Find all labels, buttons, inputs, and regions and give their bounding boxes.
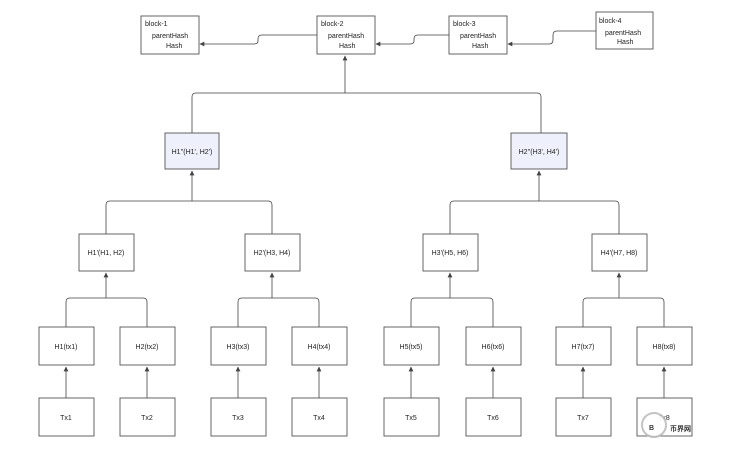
- leaf-h5: H5(tx5): [383, 326, 440, 366]
- node-h3-prime: H3'(H5, H6): [422, 233, 479, 272]
- leaf-h1: H1(tx1): [38, 326, 95, 366]
- tx-3: Tx3: [210, 397, 267, 437]
- block-4-label: block-4: [599, 18, 622, 25]
- leaf-h6: H6(tx6): [465, 326, 522, 366]
- tx-6: Tx6: [465, 397, 522, 437]
- leaf-h3: H3(tx3): [210, 326, 267, 366]
- root-edge: [191, 56, 542, 133]
- watermark-logo-glyph: B: [649, 425, 654, 432]
- block-1-parent-hash: parentHash: [152, 33, 188, 40]
- edge-h3prime-h4prime-to-h2dp: [449, 171, 620, 234]
- tx-5: Tx5: [383, 397, 440, 437]
- edge-h1prime-h2prime-to-h1dp: [105, 171, 273, 234]
- node-h1-double-prime-label: H1''(H1', H2'): [172, 149, 213, 156]
- tx-1-label: Tx1: [60, 415, 72, 422]
- block-4-hash: Hash: [617, 39, 633, 46]
- tx-4: Tx4: [291, 397, 348, 437]
- watermark-logo-icon: [641, 412, 667, 438]
- node-h2-prime: H2'(H3, H4): [244, 233, 301, 272]
- node-h1-prime: H1'(H1, H2): [78, 233, 135, 272]
- node-h2-double-prime-label: H2''(H3', H4'): [519, 149, 560, 156]
- tx-2-label: Tx2: [141, 415, 153, 422]
- edge-h5-h6-to-h3prime: [410, 273, 494, 327]
- leaf-h6-label: H6(tx6): [482, 344, 505, 351]
- leaf-h8-label: H8(tx8): [653, 344, 676, 351]
- block-3-parent-hash: parentHash: [460, 33, 496, 40]
- node-h4-prime: H4'(H7, H8): [591, 233, 648, 272]
- leaf-h7-label: H7(tx7): [572, 344, 595, 351]
- leaf-h3-label: H3(tx3): [227, 344, 250, 351]
- edge-h3-h4-to-h2prime: [237, 273, 320, 327]
- tx-4-label: Tx4: [313, 415, 325, 422]
- tx-7: Tx7: [555, 397, 612, 437]
- tx-6-label: Tx6: [487, 415, 499, 422]
- link-block2-to-block1: [199, 34, 317, 47]
- tx-5-label: Tx5: [405, 415, 417, 422]
- link-block4-to-block3: [507, 30, 596, 47]
- node-h3-prime-label: H3'(H5, H6): [432, 250, 469, 257]
- watermark: B 币界网: [641, 412, 691, 438]
- block-2-label: block-2: [321, 21, 344, 28]
- leaf-h2-label: H2(tx2): [136, 344, 159, 351]
- link-block3-to-block2: [375, 34, 449, 47]
- node-h1-prime-label: H1'(H1, H2): [88, 250, 125, 257]
- tx-1: Tx1: [38, 397, 95, 437]
- leaf-h2: H2(tx2): [119, 326, 176, 366]
- leaf-h5-label: H5(tx5): [400, 344, 423, 351]
- leaf-h4-label: H4(tx4): [308, 344, 331, 351]
- tx-2: Tx2: [119, 397, 176, 437]
- block-3-label: block-3: [453, 21, 476, 28]
- edge-h7-h8-to-h4prime: [582, 273, 665, 327]
- node-h1-double-prime: H1''(H1', H2'): [164, 132, 220, 170]
- leaf-h1-label: H1(tx1): [55, 344, 78, 351]
- block-3: block-3 parentHash Hash: [448, 15, 508, 55]
- block-3-hash: Hash: [472, 43, 488, 50]
- watermark-text: 币界网: [670, 424, 691, 433]
- node-h2-double-prime: H2''(H3', H4'): [510, 132, 568, 170]
- block-2-hash: Hash: [339, 43, 355, 50]
- node-h4-prime-label: H4'(H7, H8): [601, 250, 638, 257]
- node-h2-prime-label: H2'(H3, H4): [254, 250, 291, 257]
- leaf-h8: H8(tx8): [636, 326, 693, 366]
- tx-3-label: Tx3: [232, 415, 244, 422]
- block-1-label: block-1: [145, 21, 168, 28]
- edge-h1-h2-to-h1prime: [65, 273, 148, 327]
- block-4-parent-hash: parentHash: [605, 30, 641, 37]
- block-1-hash: Hash: [166, 43, 182, 50]
- leaf-h7: H7(tx7): [555, 326, 612, 366]
- tx-7-label: Tx7: [577, 415, 589, 422]
- block-1: block-1 parentHash Hash: [140, 15, 200, 55]
- block-2: block-2 parentHash Hash: [316, 15, 376, 55]
- leaf-h4: H4(tx4): [291, 326, 348, 366]
- block-4: block-4 parentHash Hash: [595, 11, 654, 50]
- block-2-parent-hash: parentHash: [328, 33, 364, 40]
